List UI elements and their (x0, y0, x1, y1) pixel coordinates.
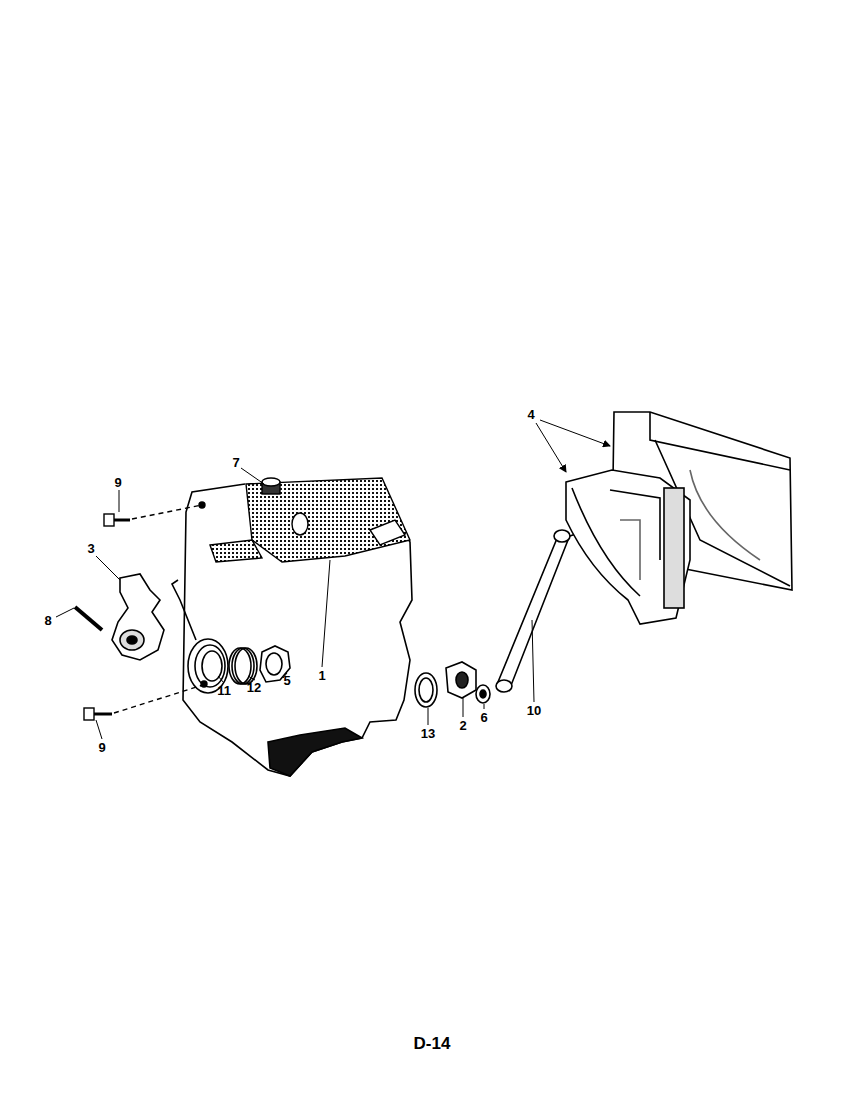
leader-lines-shape (56, 608, 74, 617)
shaft-parts-shape (446, 662, 476, 698)
screws-shape (104, 514, 114, 526)
panel-outline-shape (183, 484, 412, 776)
callout-number: 4 (527, 408, 534, 421)
screws-shape (94, 713, 112, 716)
shaft-parts-shape (554, 530, 570, 542)
bracket-part-shape (246, 478, 410, 562)
leader-lines-shape (96, 720, 102, 739)
springs-and-nut-shape (195, 645, 225, 687)
leader-lines-shape (532, 620, 534, 702)
bracket-part-shape (370, 520, 405, 545)
door-part-shape (650, 412, 790, 470)
callout-number: 6 (480, 711, 487, 724)
latch-part (75, 574, 164, 660)
page-code: D-14 (414, 1035, 451, 1052)
door-part-shape (690, 470, 760, 560)
callout-number: 9 (98, 741, 105, 754)
door-part (566, 412, 792, 624)
screws-shape (199, 502, 205, 508)
latch-part-shape (120, 630, 144, 650)
latch-part-shape (112, 574, 164, 660)
door-part-shape (566, 470, 690, 624)
shaft-parts-shape (415, 673, 437, 707)
callout-number: 11 (217, 684, 231, 697)
screws-shape (84, 708, 94, 720)
leader-lines-shape (119, 490, 120, 512)
door-part-shape (572, 488, 640, 596)
callout-number: 5 (283, 674, 290, 687)
leader-lines-shape (536, 423, 566, 472)
leader-lines-shape (484, 704, 485, 709)
door-part-shape (620, 520, 640, 580)
panel-outline (183, 484, 412, 776)
panel-outline-shape (268, 728, 362, 776)
screws (84, 502, 207, 720)
shaft-parts-shape (496, 680, 512, 692)
screws-shape (132, 505, 202, 519)
callout-number: 3 (87, 542, 94, 555)
leader-lines (56, 420, 610, 739)
callout-number: 10 (527, 704, 541, 717)
latch-part-shape (127, 636, 137, 644)
door-part-shape (610, 490, 660, 560)
springs-and-nut-shape (172, 580, 196, 640)
bracket-part-shape (292, 513, 308, 535)
springs-and-nut-shape (266, 653, 282, 675)
callout-number: 2 (459, 719, 466, 732)
callout-number: 9 (114, 476, 121, 489)
bracket-part (210, 478, 410, 562)
leader-lines-shape (322, 560, 330, 667)
leader-lines-shape (96, 556, 120, 580)
leader-lines-shape (218, 676, 224, 683)
shaft-parts-shape (480, 690, 486, 698)
bracket-part-shape (262, 478, 280, 486)
leader-lines-shape (241, 468, 264, 484)
shaft-parts-shape (419, 678, 433, 702)
shaft-parts-shape (456, 672, 468, 688)
leader-lines-shape (248, 676, 255, 680)
callout-number: 1 (318, 669, 325, 682)
callout-number: 12 (247, 681, 261, 694)
shaft-parts-shape (476, 685, 490, 703)
latch-part-shape (75, 607, 102, 630)
bracket-part-shape (210, 540, 262, 562)
callout-number: 7 (232, 456, 239, 469)
leader-lines-shape (428, 708, 429, 725)
callout-number: 13 (421, 727, 435, 740)
leader-lines-shape (540, 420, 610, 446)
door-part-shape (664, 488, 684, 608)
springs-and-nut (172, 580, 290, 693)
screws-shape (114, 685, 203, 713)
callout-number: 8 (44, 614, 51, 627)
leader-lines-shape (463, 698, 464, 717)
screws-shape (114, 519, 130, 522)
springs-and-nut-shape (235, 648, 257, 684)
